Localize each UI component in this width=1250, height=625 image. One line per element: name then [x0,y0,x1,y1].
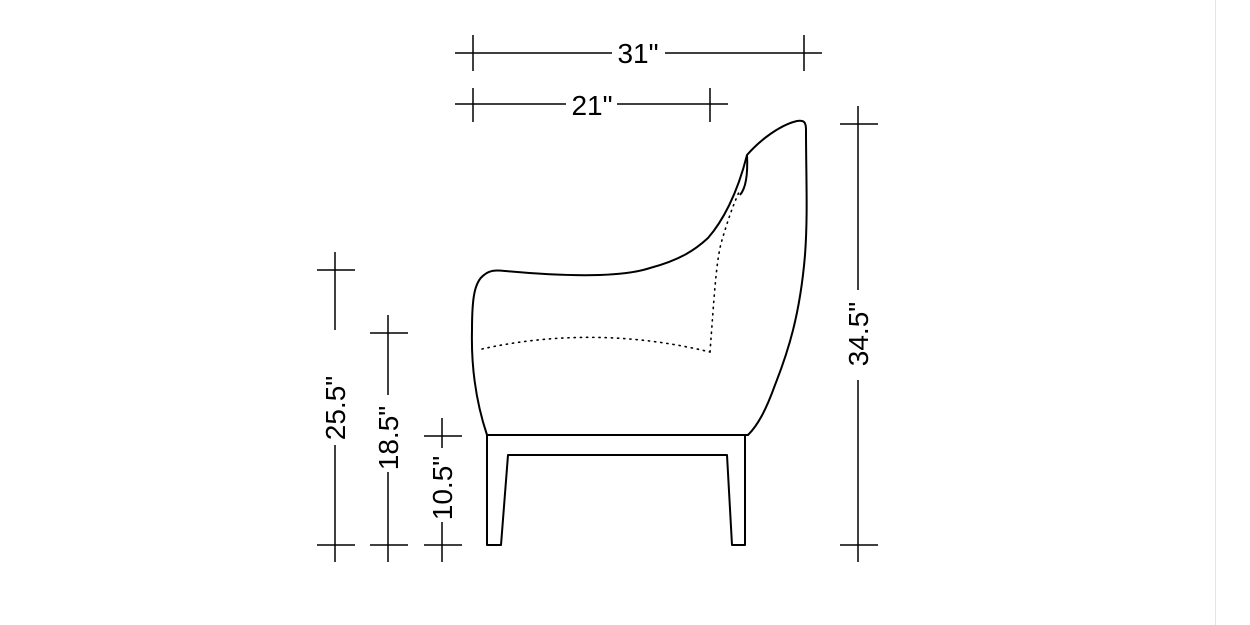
overall-height-label: 34.5" [843,302,874,366]
dimension-arm-height: 25.5" [317,252,355,562]
page-divider [1215,0,1216,625]
overall-width-label: 31" [617,38,658,69]
dimension-seat-height: 18.5" [370,315,408,562]
back-inner-edge [739,154,749,196]
seat-depth-label: 21" [571,90,612,121]
seat-height-label: 18.5" [373,406,404,470]
chair-side-profile [470,119,808,546]
chair-body-outline [470,119,808,436]
dimension-seat-depth: 21" [455,88,728,122]
back-stitching [709,189,741,353]
leg-height-label: 10.5" [427,456,458,520]
chair-legs [486,435,746,546]
arm-height-label: 25.5" [320,376,351,440]
dimension-overall-height: 34.5" [840,106,878,562]
seat-stitching [481,336,711,353]
dimension-overall-width: 31" [455,35,822,71]
dimension-leg-height: 10.5" [424,418,462,562]
